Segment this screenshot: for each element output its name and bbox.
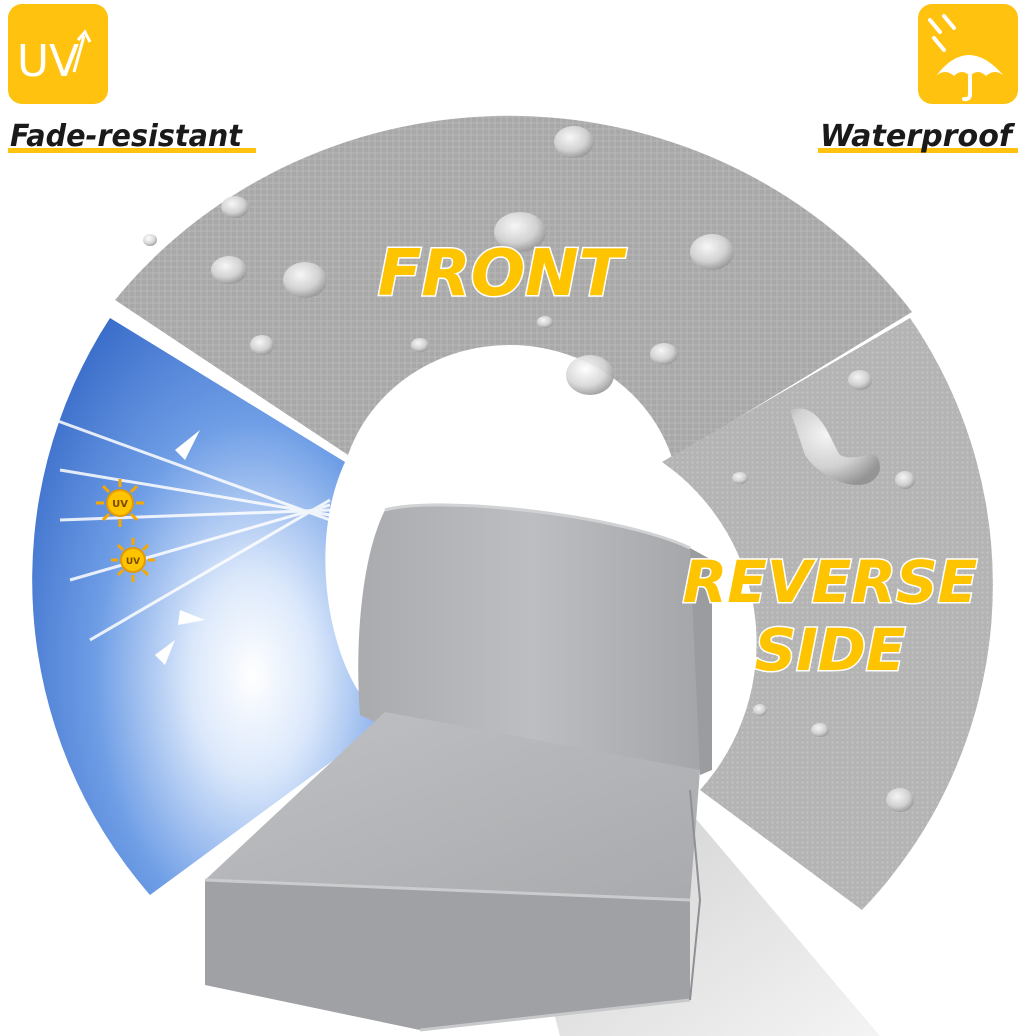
back-cushion bbox=[358, 503, 712, 785]
fade-underline bbox=[8, 148, 256, 153]
waterproof-underline bbox=[818, 148, 1018, 153]
water-droplets-front bbox=[143, 126, 734, 395]
reverse-label-line2: SIDE bbox=[754, 616, 905, 684]
fade-resistant-label: Fade-resistant bbox=[10, 119, 244, 154]
uv-arrow-icon bbox=[72, 29, 92, 73]
reverse-fabric-panel bbox=[662, 318, 993, 910]
umbrella-rain-icon bbox=[928, 14, 1004, 102]
uv-sun-text: UV bbox=[126, 557, 140, 567]
water-droplets-reverse bbox=[732, 370, 915, 812]
uv-sun-icon: UV bbox=[111, 538, 155, 582]
waterproof-label: Waterproof bbox=[820, 119, 1016, 154]
uv-sun-text: UV bbox=[112, 499, 128, 510]
uv-sun-icon: UV bbox=[96, 479, 144, 527]
front-fabric-panel bbox=[115, 115, 912, 459]
front-label: FRONT bbox=[378, 237, 627, 311]
seat-cushion bbox=[204, 712, 702, 1032]
reverse-label-line1: REVERSE bbox=[683, 548, 978, 616]
light-flare-icon bbox=[155, 430, 205, 665]
uv-badge-text: UV bbox=[17, 36, 79, 87]
waterproof-badge bbox=[918, 4, 1018, 104]
uv-sky-panel bbox=[32, 318, 388, 895]
uv-badge: UV bbox=[8, 4, 108, 104]
sun-rays bbox=[54, 418, 331, 642]
